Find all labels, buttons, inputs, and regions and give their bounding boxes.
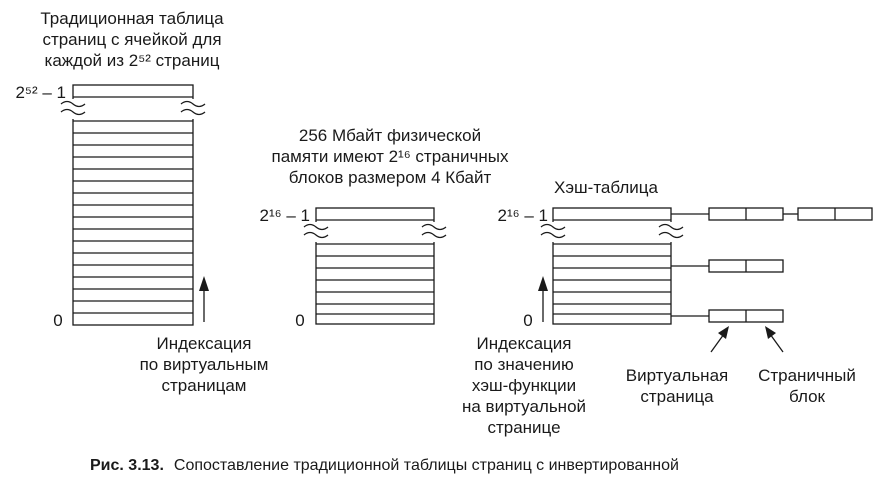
hash-index-arrowhead xyxy=(538,276,548,291)
hash-break-mark-l2 xyxy=(540,231,566,239)
caption-prefix: Рис. 3.13. xyxy=(90,457,164,474)
hash-index-line-5: странице xyxy=(487,418,560,437)
hash-break-mark-r1 xyxy=(658,223,684,231)
hash-chain-2 xyxy=(671,259,784,273)
figure-caption: Рис. 3.13. Сопоставление традиционной та… xyxy=(90,457,679,474)
left-title-line-1: Традиционная таблица xyxy=(40,9,224,28)
hash-index-line-3: хэш-функции xyxy=(472,376,576,395)
left-bottom-index-label: 0 xyxy=(53,311,62,330)
middle-break-mark-r2 xyxy=(421,231,447,239)
caption-text: Сопоставление традиционной таблицы стран… xyxy=(174,457,679,474)
hash-index-line-4: на виртуальной xyxy=(462,397,586,416)
hash-break-mark-l1 xyxy=(540,223,566,231)
left-break-mark-l1 xyxy=(60,100,86,108)
virtual-page-label-line-1: Виртуальная xyxy=(626,366,728,385)
left-title-line-3: каждой из 2⁵² страниц xyxy=(45,51,220,70)
virtual-page-arrowhead xyxy=(718,326,729,339)
hash-table-title: Хэш-таблица xyxy=(554,178,658,197)
hash-chain-3 xyxy=(671,309,784,323)
hash-table xyxy=(540,207,685,325)
left-top-index-label: 2⁵² – 1 xyxy=(15,83,66,102)
left-break-mark-r2 xyxy=(180,108,206,116)
hash-top-index-label: 2¹⁶ – 1 xyxy=(498,206,548,225)
page-frame-arrowhead xyxy=(765,326,776,339)
left-break-mark-l2 xyxy=(60,108,86,116)
middle-break-mark-l2 xyxy=(303,231,329,239)
hash-bottom-index-label: 0 xyxy=(523,311,532,330)
middle-table-break-gap xyxy=(303,222,448,242)
hash-index-line-2: по значению xyxy=(474,355,574,374)
page-frame-arrow xyxy=(769,333,784,353)
page-frame-label-line-1: Страничный xyxy=(758,366,856,385)
middle-break-mark-r1 xyxy=(421,223,447,231)
left-index-arrowhead xyxy=(199,276,209,291)
hash-index-line-1: Индексация xyxy=(476,334,571,353)
middle-break-mark-l1 xyxy=(303,223,329,231)
middle-title-line-2: памяти имеют 2¹⁶ страничных xyxy=(272,147,509,166)
middle-title-line-3: блоков размером 4 Кбайт xyxy=(289,168,492,187)
left-index-line-3: страницам xyxy=(162,376,247,395)
page-frame-label-line-2: блок xyxy=(789,387,826,406)
middle-bottom-index-label: 0 xyxy=(295,311,304,330)
virtual-page-label-line-2: страница xyxy=(640,387,714,406)
virtual-page-arrow xyxy=(710,333,725,353)
left-page-table xyxy=(60,84,206,326)
left-table-break-gap xyxy=(60,99,206,119)
left-title-line-2: страниц с ячейкой для xyxy=(42,30,221,49)
hash-break-mark-r2 xyxy=(658,231,684,239)
left-index-line-1: Индексация xyxy=(156,334,251,353)
middle-title-line-1: 256 Мбайт физической xyxy=(299,126,481,145)
middle-page-table xyxy=(303,207,448,325)
left-index-line-2: по виртуальным xyxy=(140,355,269,374)
hash-chain-1 xyxy=(671,207,873,221)
middle-top-index-label: 2¹⁶ – 1 xyxy=(260,206,310,225)
left-break-mark-r1 xyxy=(180,100,206,108)
hash-table-break-gap xyxy=(540,222,685,242)
